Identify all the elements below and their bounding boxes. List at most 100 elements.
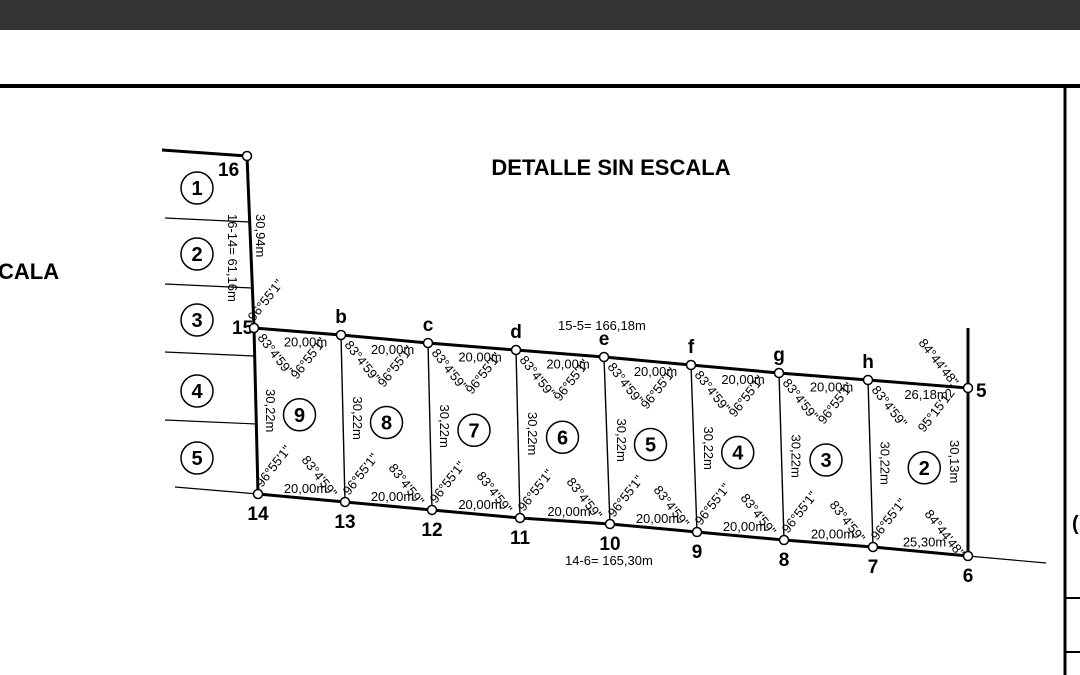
- lot-divider: [340, 334, 346, 503]
- point-marker: [867, 541, 879, 553]
- boundary-16-top: [161, 148, 248, 158]
- point-marker: [604, 518, 616, 530]
- bottom-point-label: 8: [779, 550, 790, 571]
- partial-title: CALA: [0, 259, 59, 284]
- point-marker: [252, 488, 264, 500]
- side-length: 30,22m: [525, 412, 540, 455]
- angle-label-5: 84°44'48": [916, 336, 962, 389]
- side-lot-number: 2: [191, 244, 202, 266]
- side-length: 30,22m: [878, 442, 893, 485]
- point-marker: [685, 359, 697, 371]
- side-length: 30,22m: [263, 389, 278, 432]
- side-length: 30,22m: [789, 435, 804, 478]
- lot-number: 4: [732, 443, 744, 465]
- side-lot-divider: [164, 283, 253, 289]
- side-lot-labels: 1 2 3 4 5: [180, 171, 214, 475]
- right-side-length: 30,13m: [947, 440, 962, 483]
- side-lot-number: 3: [191, 310, 202, 332]
- top-segment-length: 26,18m: [904, 387, 947, 402]
- lot-number: 6: [557, 427, 568, 449]
- point-marker: [422, 337, 434, 349]
- lot-divider: [427, 342, 433, 511]
- point-marker: [335, 329, 347, 341]
- lot-circle: [907, 451, 941, 485]
- bottom-segment-length: 20,00m: [284, 481, 327, 496]
- lot-circle: [633, 427, 668, 462]
- bottom-segment-length: 20,00m: [458, 497, 501, 512]
- top-point-label: f: [688, 337, 695, 358]
- side-lot-divider: [164, 351, 255, 357]
- partial-frame-letter: (: [1072, 513, 1079, 535]
- side-lot-divider: [174, 486, 259, 495]
- boundary-15-14: [252, 327, 260, 495]
- lot-number: 5: [645, 435, 656, 457]
- bottom-segment-length: 20,00m: [723, 519, 766, 534]
- top-segment-length: 20,00m: [371, 342, 414, 357]
- side-lot-number: 5: [191, 448, 202, 470]
- bottom-point-label: 14: [247, 504, 269, 525]
- lot-circle: [457, 413, 491, 447]
- bottom-segment-length: 20,00m: [547, 504, 590, 519]
- bottom-point-label: 13: [334, 512, 355, 533]
- top-point-label: d: [510, 322, 522, 343]
- top-point-label: 15: [232, 318, 254, 339]
- total-bottom-length: 14-6= 165,30m: [565, 553, 653, 568]
- lot-circle: [809, 443, 843, 477]
- side-length: 30,22m: [614, 419, 629, 462]
- lot-circle: [721, 435, 755, 470]
- lot-number: 8: [381, 413, 392, 435]
- side-length: 30,22m: [350, 397, 365, 440]
- street-line: [967, 555, 1047, 564]
- point-marker: [778, 534, 790, 546]
- lot-divider: [690, 364, 698, 533]
- top-point-label: e: [599, 329, 610, 350]
- lot-divider: [867, 379, 874, 548]
- lot-circle: [369, 405, 404, 440]
- boundary-16-15: [245, 155, 256, 329]
- dimension-labels: 20,00m 20,00m 20,00m 20,00m 20,00m 20,00m 20,0…: [263, 335, 962, 550]
- top-segment-length: 20,00m: [546, 357, 589, 372]
- side-length: 30,22m: [701, 427, 716, 470]
- lot-circle: [282, 398, 317, 432]
- point-marker: [598, 351, 610, 363]
- upper-left-length: 30,94m: [253, 214, 268, 257]
- top-segment-length: 20,00m: [810, 380, 853, 395]
- drawing-title: DETALLE SIN ESCALA: [491, 155, 730, 180]
- window-top-bar: [0, 0, 1080, 30]
- side-lot-divider: [164, 217, 251, 223]
- bottom-segment-length: 25,30m: [903, 535, 946, 550]
- bottom-segment-length: 20,00m: [636, 511, 679, 526]
- point-16-label: 16: [218, 160, 239, 181]
- top-segment-length: 20,00m: [634, 364, 677, 379]
- point-marker: [962, 550, 974, 562]
- side-lot-divider: [164, 419, 257, 425]
- lot-circle: [545, 420, 580, 454]
- lot-number: 7: [468, 420, 479, 442]
- top-point-label: g: [773, 345, 785, 366]
- lot-number: 3: [820, 450, 831, 472]
- lot-divider: [603, 356, 611, 525]
- top-point-label: h: [862, 352, 874, 373]
- point-marker: [248, 322, 260, 334]
- point-marker: [514, 512, 526, 524]
- point-markers: [241, 150, 974, 562]
- bottom-point-label: 9: [692, 542, 703, 563]
- top-point-label: b: [335, 307, 347, 328]
- bottom-point-label: 11: [510, 528, 531, 549]
- top-segment-length: 20,00m: [721, 372, 764, 387]
- side-length: 30,22m: [437, 405, 452, 448]
- point-marker: [241, 150, 253, 162]
- side-lot-circle: [180, 171, 214, 205]
- point-marker: [339, 496, 351, 508]
- point-marker: [510, 344, 522, 356]
- side-lot-number: 4: [191, 381, 203, 403]
- top-segment-length: 20,00m: [284, 335, 327, 350]
- side-lot-circle: [180, 237, 214, 271]
- point-marker: [962, 382, 974, 394]
- bottom-point-label: 12: [421, 520, 442, 541]
- side-lot-number: 1: [191, 178, 202, 200]
- side-lot-circle: [180, 441, 214, 475]
